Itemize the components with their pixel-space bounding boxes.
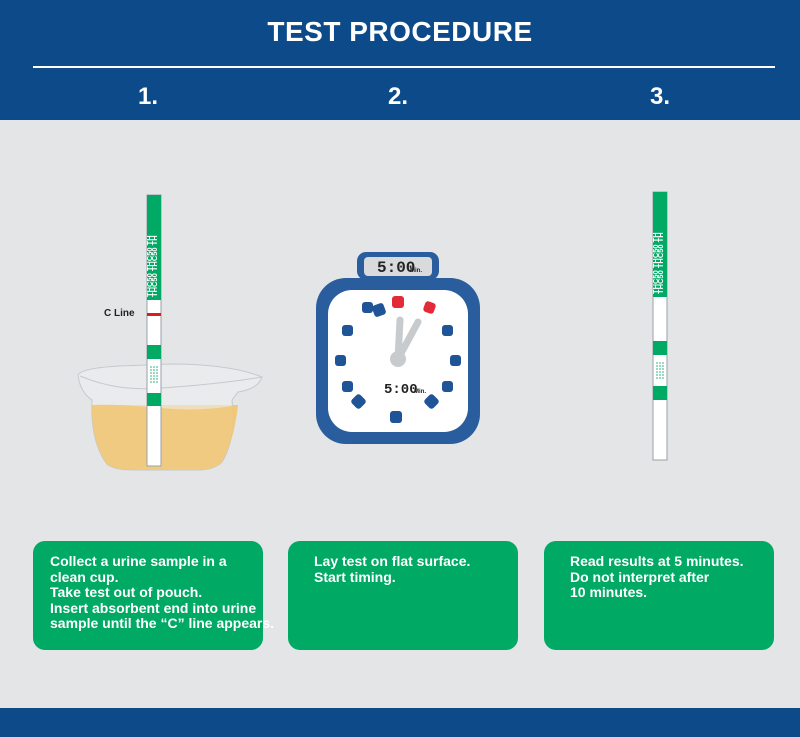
- urine-cup-icon: [77, 363, 263, 471]
- title-divider: [33, 66, 775, 68]
- step-3-line: Read results at 5 minutes.: [570, 553, 744, 569]
- step-1-line: clean cup.: [50, 568, 119, 585]
- step-1-number: 1.: [137, 83, 158, 110]
- step-1-line: Take test out of pouch.: [50, 584, 203, 600]
- c-line-marker: [147, 313, 161, 316]
- test-strip-icon: THC50 THC50 TH THC50 THC50 TH: [145, 194, 162, 467]
- step-3-line: Do not interpret after: [570, 568, 710, 585]
- page-title: TEST PROCEDURE: [267, 16, 533, 47]
- strip-label-text: THC50 THC50 TH: [651, 232, 660, 294]
- timer-face-display: 5:00: [384, 382, 418, 398]
- step-1-instructions: Collect a urine sample in a clean cup. T…: [33, 541, 275, 650]
- timer-top-display: 5:00: [377, 259, 415, 277]
- strip-label-text: THC50 THC50 TH: [150, 235, 159, 297]
- step-2-instructions: Lay test on flat surface. Start timing.: [288, 541, 518, 650]
- timer-icon: 5:00 Min. 5:00 Min.: [316, 252, 480, 444]
- step-3-instructions: Read results at 5 minutes. Do not interp…: [544, 541, 774, 650]
- step-1-line: sample until the “C” line appears.: [50, 615, 275, 631]
- step-1-line: Collect a urine sample in a: [50, 553, 227, 569]
- timer-face-unit: Min.: [414, 389, 426, 395]
- strip-label-text: THC50 THC50 TH: [145, 235, 154, 297]
- step-2-line: Lay test on flat surface.: [314, 553, 471, 569]
- timer-top-unit: Min.: [410, 268, 422, 274]
- c-line-label: C Line: [104, 308, 135, 319]
- header-band: TEST PROCEDURE 1. 2. 3.: [0, 0, 800, 120]
- step-3-number: 3.: [649, 83, 670, 110]
- step-3-line: 10 minutes.: [570, 584, 648, 600]
- footer-band: [0, 708, 800, 737]
- step-1-line: Insert absorbent end into urine: [50, 599, 257, 616]
- step-2-number: 2.: [387, 83, 408, 110]
- step-2-line: Start timing.: [314, 568, 396, 585]
- strip-label-text: THC50 THC50 TH: [656, 232, 665, 294]
- test-strip-icon: THC50 THC50 TH THC50 THC50 TH: [651, 191, 668, 461]
